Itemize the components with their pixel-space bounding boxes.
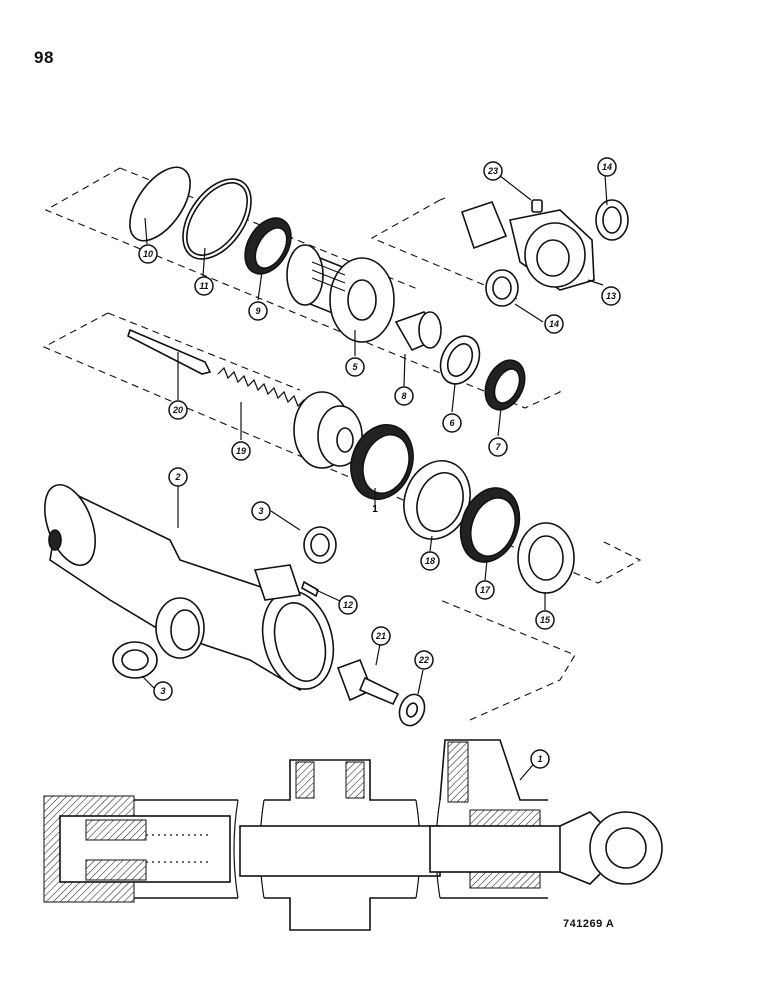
callout-label: 12: [343, 600, 353, 610]
callout-label: 8: [401, 391, 406, 401]
bushing-part-8: [394, 311, 442, 352]
callout-13: 13: [601, 286, 621, 306]
callout-label: 10: [143, 249, 153, 259]
callout-label: 21: [375, 631, 386, 641]
callout-label: 3: [160, 686, 165, 696]
callout-10: 10: [138, 244, 158, 264]
callout-label: 3: [258, 506, 263, 516]
callout-3-upper: 3: [251, 501, 271, 521]
callout-label: 20: [172, 405, 183, 415]
cross-section-view: [43, 739, 663, 931]
bushing-part-14-upper: [595, 199, 629, 241]
callout-label: 23: [487, 166, 498, 176]
callout-22: 22: [414, 650, 434, 670]
callout-label: 14: [549, 319, 559, 329]
leader-lines: [141, 171, 608, 781]
callout-15: 15: [535, 610, 555, 630]
callout-label: 7: [495, 442, 501, 452]
group-outline-rod-end: [370, 197, 521, 301]
callout-11: 11: [194, 276, 214, 296]
pin-part-20: [127, 328, 212, 375]
callout-label: 9: [255, 306, 260, 316]
piston-part: [293, 391, 363, 469]
callout-label: 5: [352, 362, 358, 372]
callout-20: 20: [168, 400, 188, 420]
callout-21: 21: [371, 626, 391, 646]
barrel-part-2: [44, 484, 335, 692]
callout-9: 9: [248, 301, 268, 321]
callout-8: 8: [394, 386, 414, 406]
callout-19: 19: [231, 441, 251, 461]
callout-18: 18: [420, 551, 440, 571]
gland-part-5: [286, 244, 395, 343]
seal-part-7: [484, 359, 526, 411]
nut-part-15: [517, 522, 575, 594]
callout-5: 5: [345, 357, 365, 377]
callout-label: 13: [606, 291, 616, 301]
screw-part-12: [301, 580, 319, 598]
seal-ring-part-1: [350, 424, 414, 500]
callout-17: 17: [475, 580, 495, 600]
page-number: 98: [34, 48, 54, 67]
group-outline-piston: [42, 312, 642, 584]
wear-ring-part-18: [403, 460, 471, 540]
callout-label: 2: [174, 472, 180, 482]
callout-14-lower: 14: [544, 314, 564, 334]
group-outline-barrel: [439, 599, 576, 721]
callout-label: 6: [449, 418, 455, 428]
backup-ring-part-11: [182, 178, 252, 260]
seal-part-9: [244, 217, 292, 275]
callout-label: 19: [236, 446, 246, 456]
callout-23: 23: [483, 161, 503, 181]
callout-label: 18: [425, 556, 435, 566]
callout-label: 17: [480, 585, 491, 595]
callout-label: 22: [418, 655, 429, 665]
callout-label: 1: [537, 754, 542, 764]
callout-3-lower: 3: [153, 681, 173, 701]
wiper-part-6: [439, 335, 481, 385]
part-label-1: 1: [372, 504, 378, 515]
callout-6: 6: [442, 413, 462, 433]
bushing-part-3-lower: [112, 641, 158, 679]
bushing-part-3-upper: [303, 526, 337, 564]
spring-part-19: [217, 366, 309, 411]
callout-7: 7: [488, 437, 508, 457]
callout-label: 11: [199, 281, 208, 291]
callout-label: 14: [602, 162, 612, 172]
rod-end-part-13: [460, 201, 595, 291]
callout-1: 1: [530, 749, 550, 769]
bushing-part-14-lower: [485, 269, 519, 307]
washer-part-22: [398, 693, 426, 727]
grease-fitting-part-23: [531, 199, 543, 213]
callout-14-upper: 14: [597, 157, 617, 177]
callout-2: 2: [168, 467, 188, 487]
seal-part-17: [459, 487, 521, 563]
figure-code: 741269 A: [563, 918, 615, 930]
callout-12: 12: [338, 595, 358, 615]
bolt-part-21: [336, 658, 400, 706]
callout-label: 15: [540, 615, 551, 625]
